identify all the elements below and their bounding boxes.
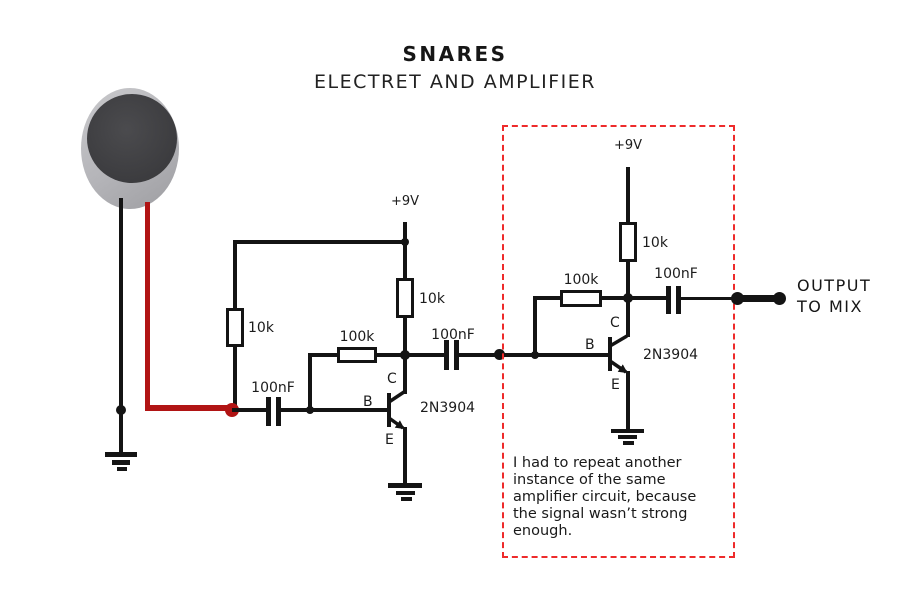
ground-symbol (396, 491, 415, 495)
junction-dot (531, 351, 539, 359)
wire (601, 296, 629, 300)
page-subtitle: ELECTRET AND AMPLIFIER (314, 71, 596, 93)
wire (403, 316, 407, 357)
mic-ground-wire (119, 198, 123, 410)
capacitor-plate (676, 286, 681, 314)
wire (535, 296, 561, 300)
output-capacitor-label: 100nF (654, 266, 698, 282)
capacitor-plate (666, 286, 671, 314)
wire (376, 353, 404, 357)
ground-symbol (388, 483, 422, 488)
resistor-load-stage2 (619, 222, 637, 262)
wire (310, 353, 338, 357)
wire (407, 353, 445, 357)
junction-dot (401, 238, 409, 246)
ground-symbol (618, 435, 637, 439)
transistor-stage1-symbol (387, 390, 405, 430)
resistor-feedback-stage2-label: 100k (563, 272, 599, 288)
transistor2-collector-label: C (610, 315, 620, 331)
annotation-line: instance of the same (513, 472, 666, 488)
page-title: SNARES (402, 42, 508, 66)
wire (403, 355, 407, 394)
ground-symbol (117, 467, 127, 471)
junction-dot (494, 349, 505, 360)
transistor2-part-label: 2N3904 (643, 347, 699, 363)
input-capacitor-label: 100nF (251, 380, 295, 396)
resistor-bias (226, 308, 244, 347)
annotation-line: amplifier circuit, because (513, 489, 697, 505)
wire (281, 408, 389, 412)
resistor-bias-label: 10k (248, 320, 274, 336)
resistor-feedback-stage1-label: 100k (339, 329, 375, 345)
wire (403, 222, 407, 280)
capacitor-plate (276, 397, 281, 426)
wire (626, 371, 630, 429)
annotation-line: enough. (513, 523, 573, 539)
transistor-stage2-symbol (608, 334, 628, 374)
resistor-load-stage2-label: 10k (642, 235, 668, 251)
wire (626, 167, 630, 223)
ground-symbol (401, 497, 412, 501)
capacitor-plate (266, 397, 271, 426)
ground-symbol (623, 441, 634, 445)
annotation-line: I had to repeat another (513, 455, 682, 471)
output-lead-wire (738, 295, 781, 302)
wire (233, 345, 237, 412)
electret-mic-face (87, 94, 177, 183)
wire (233, 240, 237, 310)
ground-symbol (611, 429, 644, 433)
wire (403, 427, 407, 483)
mic-signal-wire-vertical (145, 202, 150, 408)
wire (626, 260, 630, 298)
wire (308, 353, 312, 410)
transistor2-base-label: B (585, 337, 595, 353)
supply-label-stage2: +9V (613, 138, 643, 153)
supply-rail-wire (233, 240, 407, 244)
output-terminal-dot (773, 292, 786, 305)
output-label: OUTPUT TO MIX (797, 275, 871, 317)
transistor1-emitter-label: E (385, 432, 394, 448)
resistor-feedback-stage2 (560, 290, 602, 307)
resistor-load-stage1 (396, 278, 414, 318)
repeat-annotation-box (502, 125, 735, 558)
capacitor-plate (454, 340, 459, 370)
resistor-feedback-stage1 (337, 347, 377, 363)
coupling-capacitor-label: 100nF (431, 327, 475, 343)
supply-label-stage1: +9V (390, 194, 420, 209)
ground-symbol (105, 452, 137, 457)
annotation-text: I had to repeat another instance of the … (513, 455, 728, 540)
output-label-line1: OUTPUT (797, 276, 872, 295)
wire (681, 297, 738, 300)
transistor2-emitter-label: E (611, 377, 620, 393)
transistor1-collector-label: C (387, 371, 397, 387)
annotation-line: the signal wasn’t strong (513, 506, 688, 522)
resistor-load-stage1-label: 10k (419, 291, 445, 307)
transistor1-base-label: B (363, 394, 373, 410)
capacitor-plate (444, 340, 449, 370)
junction-dot (306, 406, 314, 414)
wire (626, 298, 630, 337)
wire (232, 408, 266, 412)
wire (630, 296, 667, 300)
title-block: SNARES ELECTRET AND AMPLIFIER (255, 42, 655, 93)
ground-symbol (112, 460, 130, 465)
transistor1-part-label: 2N3904 (420, 400, 476, 416)
wire (119, 410, 123, 452)
output-label-line2: TO MIX (797, 297, 863, 316)
mic-signal-wire-horizontal (145, 405, 233, 411)
wire (533, 296, 537, 355)
